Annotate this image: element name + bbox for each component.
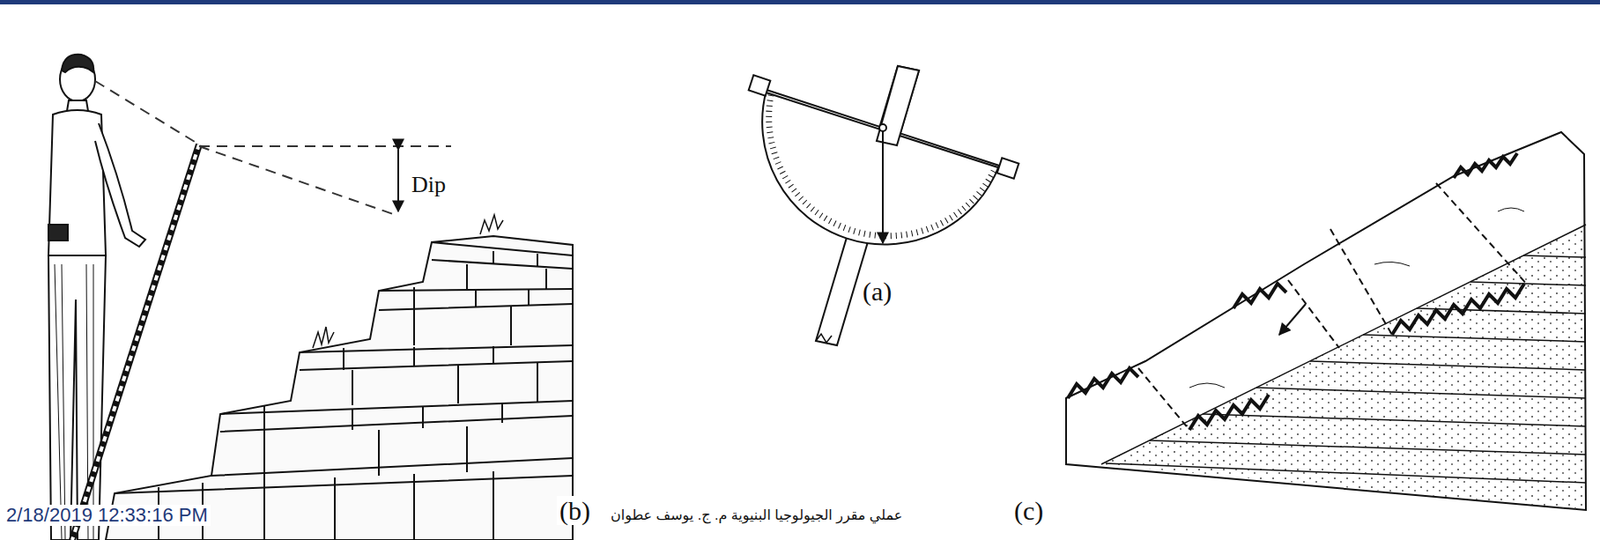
figure-label: (c) [1011,496,1046,526]
timestamp: 2/18/2019 12:33:16 PM [3,504,211,526]
figure-label: (a) [859,276,895,306]
outcrop [105,214,573,540]
block-diagram [1066,132,1586,511]
figure-label: (b) [556,496,593,526]
sight-lines [95,81,452,215]
footer-note: عملي مقرر الجيولوجيا البنيوية م. ج. يوسف… [607,507,905,524]
title-bar [0,0,1600,5]
dip-arrow [397,149,400,212]
clinometer [748,66,1020,346]
jacob-staff [72,144,200,540]
dip-label: Dip [408,172,449,199]
